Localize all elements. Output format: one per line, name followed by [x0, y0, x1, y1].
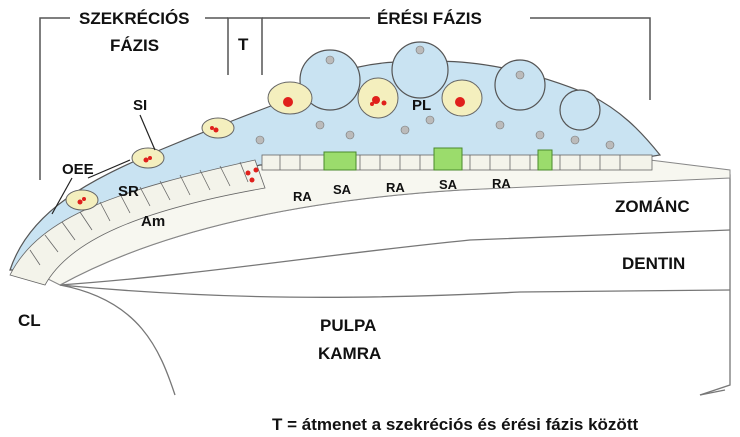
cl-label: CL	[18, 311, 41, 330]
maturation-phase-title: ÉRÉSI FÁZIS	[377, 9, 482, 28]
pl-label: PL	[412, 97, 432, 114]
ra-label-2: RA	[386, 180, 405, 195]
smooth-ended-cells	[323, 147, 553, 171]
pulp-label-line2: KAMRA	[318, 344, 382, 363]
red-nuclei	[77, 96, 465, 205]
secretory-phase-title-line1: SZEKRÉCIÓS	[79, 9, 190, 28]
oee-label: OEE	[62, 161, 94, 178]
secretory-phase-title-line2: FÁZIS	[110, 36, 160, 55]
transition-label: T	[238, 35, 249, 54]
sr-label: SR	[118, 183, 139, 200]
enamel-label: ZOMÁNC	[615, 197, 690, 216]
dentin-label: DENTIN	[622, 254, 686, 273]
papillary-cell-clusters	[299, 41, 601, 131]
maturation-bracket-right	[530, 17, 651, 100]
am-label: Am	[141, 213, 166, 230]
sa-label-2: SA	[439, 177, 458, 192]
pulp-label-line1: PULPA	[320, 316, 377, 335]
secretory-bracket	[39, 17, 70, 180]
stellate-cells	[255, 45, 615, 150]
footnote: T = átmenet a szekréciós és érési fázis …	[272, 415, 639, 434]
leader-lines	[51, 114, 156, 215]
ra-label-1: RA	[293, 189, 312, 204]
phase-brackets	[39, 17, 651, 180]
si-label: SI	[133, 97, 148, 114]
sa-label-1: SA	[333, 182, 352, 197]
transition-bracket	[227, 17, 263, 75]
ra-label-3: RA	[492, 176, 511, 191]
